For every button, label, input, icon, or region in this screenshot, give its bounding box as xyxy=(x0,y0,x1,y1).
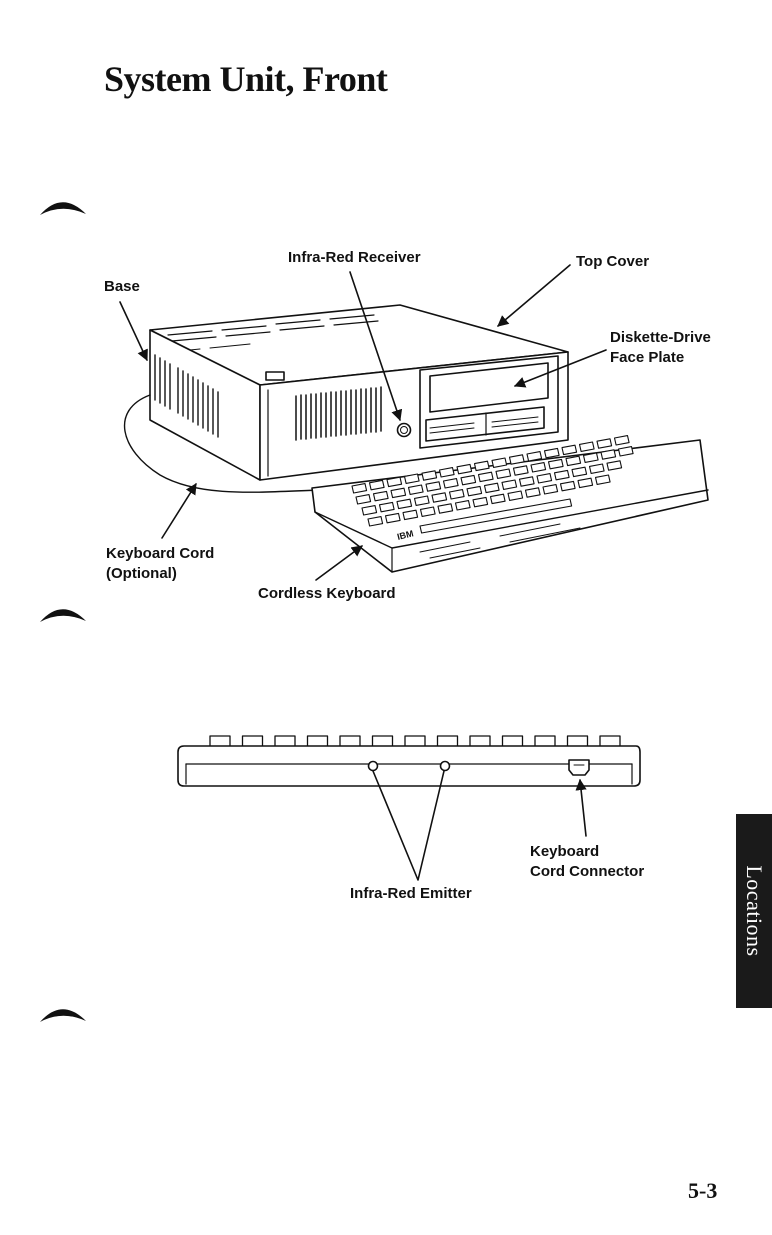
rear-keycap xyxy=(438,736,458,746)
keyboard-key xyxy=(545,448,560,457)
rear-keycap xyxy=(503,736,523,746)
system-unit xyxy=(150,305,568,480)
infra-red-receiver-label: Infra-Red Receiver xyxy=(288,248,421,268)
keyboard-cord-connector-label: Keyboard Cord Connector xyxy=(530,842,644,882)
keyboard-key xyxy=(597,439,612,448)
keyboard-key xyxy=(562,445,577,454)
rear-keycap xyxy=(405,736,425,746)
rear-keycap xyxy=(243,736,263,746)
cord-connector-leader xyxy=(580,780,586,836)
diskette-drive-label: Diskette-Drive Face Plate xyxy=(610,328,711,368)
page-number: 5-3 xyxy=(688,1178,717,1204)
rear-keycap xyxy=(210,736,230,746)
cord-connector-label-line1: Keyboard xyxy=(530,842,644,862)
rear-keycap xyxy=(568,736,588,746)
top-cover-label: Top Cover xyxy=(576,252,649,272)
keyboard-cord-leader xyxy=(162,484,196,538)
keyboard-cord-label-line2: (Optional) xyxy=(106,564,214,584)
keyboard-rear-view xyxy=(178,736,640,786)
keyboard-key xyxy=(615,436,630,445)
rear-keycap xyxy=(600,736,620,746)
keyboard-key xyxy=(580,442,595,451)
rear-keycap xyxy=(470,736,490,746)
rear-keycap xyxy=(340,736,360,746)
base-leader xyxy=(120,302,147,360)
diskette-drive-label-line1: Diskette-Drive xyxy=(610,328,711,348)
cordless-keyboard-label: Cordless Keyboard xyxy=(258,584,396,604)
rear-keycap xyxy=(535,736,555,746)
section-tab: Locations xyxy=(736,814,772,1008)
binder-hole-mark-bottom xyxy=(40,1009,86,1022)
emitter-leader xyxy=(373,771,444,880)
section-tab-label: Locations xyxy=(741,865,767,956)
infra-red-emitter-label: Infra-Red Emitter xyxy=(350,884,472,904)
rear-keycap xyxy=(275,736,295,746)
base-label: Base xyxy=(104,277,140,297)
keyboard-cord-label-line1: Keyboard Cord xyxy=(106,544,214,564)
diskette-drive-label-line2: Face Plate xyxy=(610,348,711,368)
cordless-keyboard-leader xyxy=(316,546,362,580)
rear-keycap xyxy=(373,736,393,746)
top-cover-leader xyxy=(498,265,570,326)
rear-keycap xyxy=(308,736,328,746)
keyboard-cord-label: Keyboard Cord (Optional) xyxy=(106,544,214,584)
binder-hole-mark-top xyxy=(40,202,86,215)
cord-connector-label-line2: Cord Connector xyxy=(530,862,644,882)
binder-hole-mark-middle xyxy=(40,609,86,622)
